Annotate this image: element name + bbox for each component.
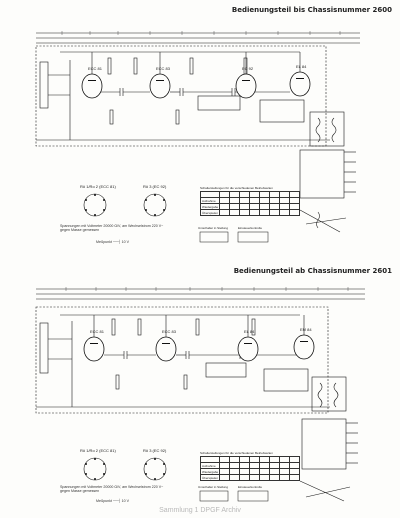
tube-label: EL 84 — [244, 329, 255, 334]
tube-label: EL 84 — [296, 64, 307, 69]
socket-label: Rö 1/Ro 2 (ECC 81) — [80, 184, 116, 189]
socket-diagram — [83, 457, 107, 481]
measurement-point-note: Meßpunkt ──┤ 10 V — [96, 240, 130, 244]
tube-label: ECC 83 — [156, 66, 171, 71]
socket-label: Rö 1/Ro 2 (ECC 81) — [80, 448, 116, 453]
tube-label: EC 92 — [242, 66, 254, 71]
tube-3 — [237, 336, 259, 362]
tube-label: ECC 83 — [162, 329, 177, 334]
legend-a: Umschalter in Stellung — [198, 485, 229, 489]
measurement-note: Spannungen mit Voltmeter 20000 Ω/V, am W… — [60, 224, 164, 233]
measurement-note: Spannungen mit Voltmeter 20000 Ω/V, am W… — [60, 485, 164, 494]
tube-1 — [83, 336, 105, 362]
socket-diagram — [83, 193, 107, 217]
tube-1 — [81, 73, 103, 99]
schematic-panel-bottom: Bedienungsteil ab Chassisnummer 2601 — [0, 259, 400, 518]
socket-diagram — [143, 457, 167, 481]
table-title: Schalterstellungen für die verschiedenen… — [200, 451, 273, 455]
table-row-label: Überspielen — [199, 209, 221, 216]
tube-label: ECC 81 — [90, 329, 105, 334]
socket-diagram — [143, 193, 167, 217]
switch-table: Schalterstellungen für die verschiedenen… — [199, 451, 301, 481]
legend-b: Einsteuerkontrolle — [238, 226, 263, 230]
tube-4 — [289, 71, 311, 97]
archive-watermark: Sammlung 1 DPGF Archiv — [159, 507, 241, 514]
panel-heading: Bedienungsteil ab Chassisnummer 2601 — [233, 267, 392, 275]
tube-2 — [155, 336, 177, 362]
tube-4 — [293, 334, 315, 360]
legend-b: Einsteuerkontrolle — [238, 485, 263, 489]
panel-heading: Bedienungsteil bis Chassisnummer 2600 — [231, 6, 392, 14]
legend-a: Umschalter in Stellung — [198, 226, 229, 230]
tube-label: ECC 81 — [88, 66, 103, 71]
measurement-point-note: Meßpunkt ──┤ 10 V — [96, 499, 130, 503]
schematic-panel-top: Bedienungsteil bis Chassisnummer 2600 — [35, 6, 392, 244]
circuit-diagram: ECC 81 ECC 83 EC 92 EL 84 Rö 1/Ro 2 (ECC… — [35, 31, 360, 243]
tube-3 — [235, 73, 257, 99]
circuit-diagram: ECC 81 ECC 83 EL 84 EM 84 Rö 1/Ro 2 (ECC… — [35, 287, 365, 502]
tube-2 — [149, 73, 171, 99]
socket-label: Rö 3 (EC 92) — [143, 184, 167, 189]
switch-table: Schalterstellungen für die verschiedenen… — [199, 186, 301, 216]
table-title: Schalterstellungen für die verschiedenen… — [200, 186, 273, 190]
socket-label: Rö 3 (EC 92) — [143, 448, 167, 453]
table-row-label: Überspielen — [199, 474, 221, 481]
tube-label: EM 84 — [300, 327, 312, 332]
